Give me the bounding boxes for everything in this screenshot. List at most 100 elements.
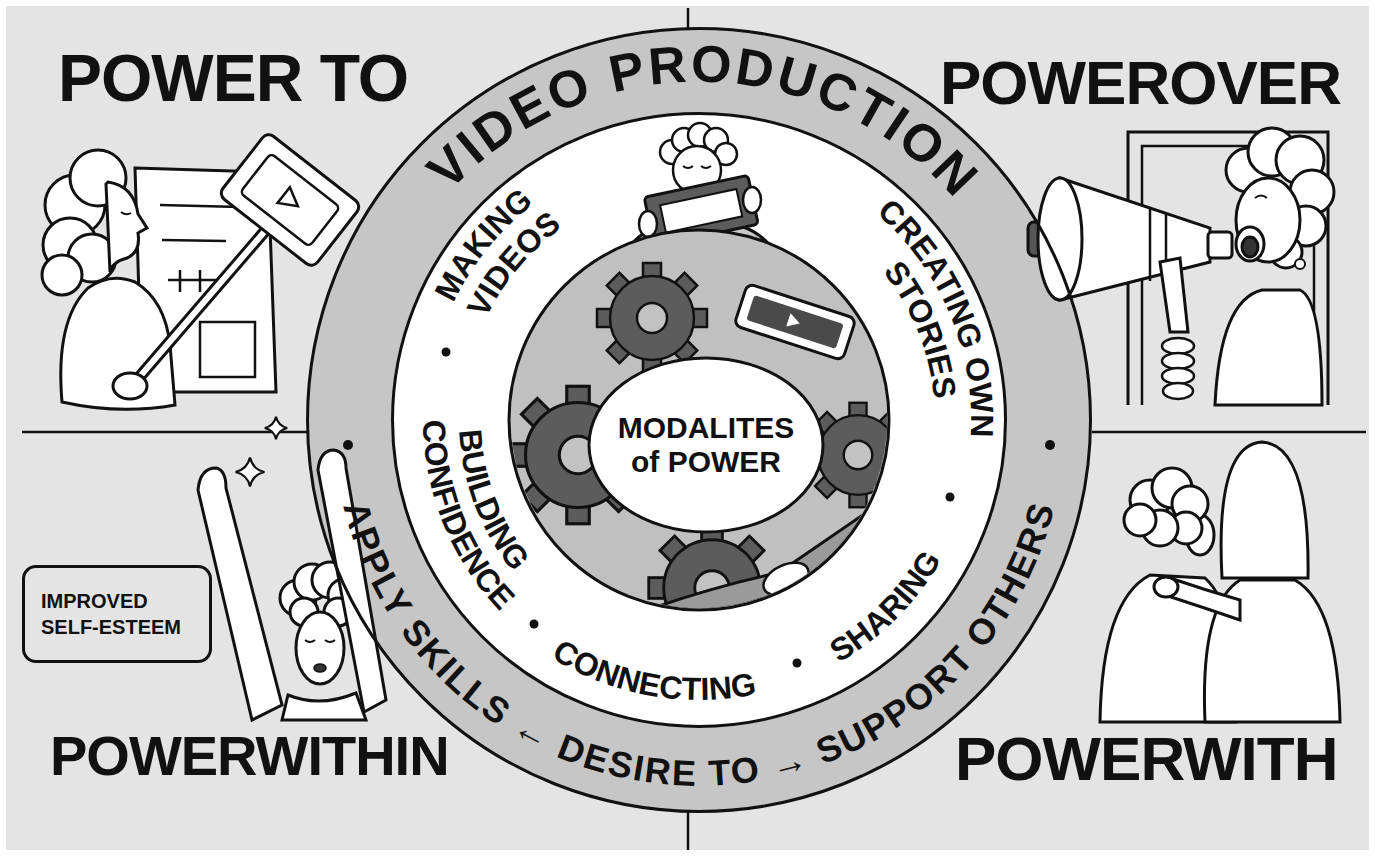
power-over-figure-part xyxy=(1162,338,1194,399)
power-to-figure-part xyxy=(130,231,265,388)
video-player-icon-part xyxy=(746,295,843,349)
power-to-figure-part-part xyxy=(278,187,304,214)
center-title: MODALITES of POWER xyxy=(611,411,801,478)
power-within-figure-part xyxy=(265,417,287,439)
ring-bullets-part xyxy=(1045,440,1055,450)
activity-ring: MAKING VIDEOS CREATING OWN STORIES SHARING… xyxy=(391,112,1007,728)
activity-label-line: SHARING xyxy=(823,544,948,669)
power-to-figure-part-part xyxy=(42,255,82,295)
outer-ring: VIDEO PRODUCTIONAPPLY SKILLS ← DESIRE TO… xyxy=(306,27,1092,813)
quadrant-heading: POWEROVER xyxy=(940,52,1341,114)
power-with-figure xyxy=(1100,442,1340,722)
power-to-figure-part xyxy=(130,231,265,388)
filmmaker-figure-part-part xyxy=(660,189,742,233)
activity-label-line: CONFIDENCE xyxy=(416,419,522,616)
power-to-figure-part xyxy=(106,182,147,272)
quadrant-heading-slot: POWERWITHIN xyxy=(50,728,449,784)
power-to-figure xyxy=(42,132,362,410)
power-over-figure-part xyxy=(1226,128,1334,268)
power-over-figure-part-part xyxy=(1162,338,1194,354)
power-to-figure-part-part xyxy=(200,322,255,377)
power-over-figure-part xyxy=(1295,259,1305,269)
activity-label: SHARING xyxy=(823,544,948,669)
power-to-figure-part-part xyxy=(168,279,222,282)
gears-group xyxy=(509,263,910,651)
power-within-figure-part xyxy=(282,693,366,720)
activity-label: CONNECTING xyxy=(547,632,759,707)
quadrant-heading: POWERWITH xyxy=(955,728,1338,790)
activity-label-line: CONNECTING xyxy=(547,632,759,707)
power-to-figure-part-part xyxy=(240,153,340,247)
ring-title: VIDEO PRODUCTION xyxy=(416,34,991,208)
power-within-figure-part xyxy=(296,612,344,684)
power-to-figure-part-part xyxy=(162,240,226,241)
quadrant-heading: POWERWITHIN xyxy=(50,728,449,784)
video-player-icon xyxy=(734,283,856,360)
power-to-figure-part xyxy=(218,132,362,269)
power-to-figure-part xyxy=(113,373,147,399)
activity-label-line: STORIES xyxy=(877,254,963,400)
power-to-figure-part xyxy=(121,212,131,214)
power-over-figure-part xyxy=(1242,237,1258,257)
center-ellipse: MODALITES of POWER xyxy=(587,356,825,534)
power-over-figure-part xyxy=(1208,232,1232,258)
ring-title-line: VIDEO PRODUCTION xyxy=(416,34,991,208)
quadrant-dividers-part xyxy=(1092,431,1366,434)
activity-ring-border xyxy=(393,114,1006,727)
activity-label: CREATING OWN STORIES xyxy=(871,192,1000,448)
outer-ring-border xyxy=(308,29,1091,812)
activity-label: BUILDING CONFIDENCE xyxy=(416,419,542,616)
power-over-figure xyxy=(1028,128,1334,405)
power-to-figure-part-part xyxy=(218,132,362,269)
filmmaker-figure-part xyxy=(743,187,761,213)
power-over-figure-part xyxy=(1236,227,1264,261)
activity-label-line: CREATING OWN xyxy=(871,192,1000,448)
handshake-part xyxy=(758,556,813,602)
quadrant-dividers-part xyxy=(687,8,690,28)
quadrant-heading-slot: POWERWITH xyxy=(955,728,1338,790)
quadrant-dividers xyxy=(22,8,1366,850)
outer-ring-fill xyxy=(307,28,1091,812)
power-over-figure-part xyxy=(1255,196,1267,199)
quadrant-dividers-part xyxy=(687,812,690,850)
ring-bullets-part xyxy=(442,348,451,357)
power-within-figure-part xyxy=(314,664,326,672)
activity-label: MAKING VIDEOS xyxy=(427,175,566,322)
power-over-figure-part-part xyxy=(1163,383,1193,399)
power-over-figure-part xyxy=(1149,208,1152,281)
power-with-figure-part-part xyxy=(1124,504,1156,536)
handshake-part xyxy=(800,500,905,572)
quadrant-dividers-part xyxy=(22,431,308,434)
quadrant-heading: POWER TO xyxy=(58,45,408,111)
power-over-figure-part xyxy=(1236,178,1300,262)
video-player-icon-part xyxy=(786,313,802,330)
page-ground xyxy=(6,6,1369,850)
power-over-figure-part xyxy=(1160,258,1188,332)
callout-box: IMPROVED SELF-ESTEEM xyxy=(22,565,212,663)
power-over-figure-part-part xyxy=(1162,353,1194,369)
video-player-icon-part xyxy=(734,283,856,360)
ring-bullets-part xyxy=(530,620,539,629)
white-ring-fill xyxy=(392,113,1006,727)
power-with-figure-part xyxy=(1221,442,1308,578)
power-within-figure-part xyxy=(236,458,265,487)
gears-group-part xyxy=(597,263,707,373)
handshake-part xyxy=(585,586,772,645)
power-to-figure-part-part xyxy=(160,205,240,207)
filmmaker-figure-part xyxy=(683,166,711,168)
quadrant-heading-slot: POWEROVER xyxy=(940,52,1341,114)
power-with-figure-part xyxy=(1124,468,1208,546)
ring-bullets-part xyxy=(343,440,353,450)
ring-bullets-part xyxy=(946,493,955,502)
handshake-part xyxy=(585,586,772,645)
power-with-figure-part xyxy=(1154,577,1178,597)
filmmaker-figure-part xyxy=(639,211,657,237)
power-over-figure-part-part xyxy=(1162,368,1194,384)
center-ellipse-border xyxy=(589,358,823,532)
power-within-figure-part xyxy=(305,640,335,642)
ring-bullets-part xyxy=(793,659,802,668)
power-over-figure-part xyxy=(1215,290,1322,405)
callout-text: IMPROVED SELF-ESTEEM xyxy=(41,588,193,640)
activity-label-line: VIDEOS xyxy=(460,204,567,322)
